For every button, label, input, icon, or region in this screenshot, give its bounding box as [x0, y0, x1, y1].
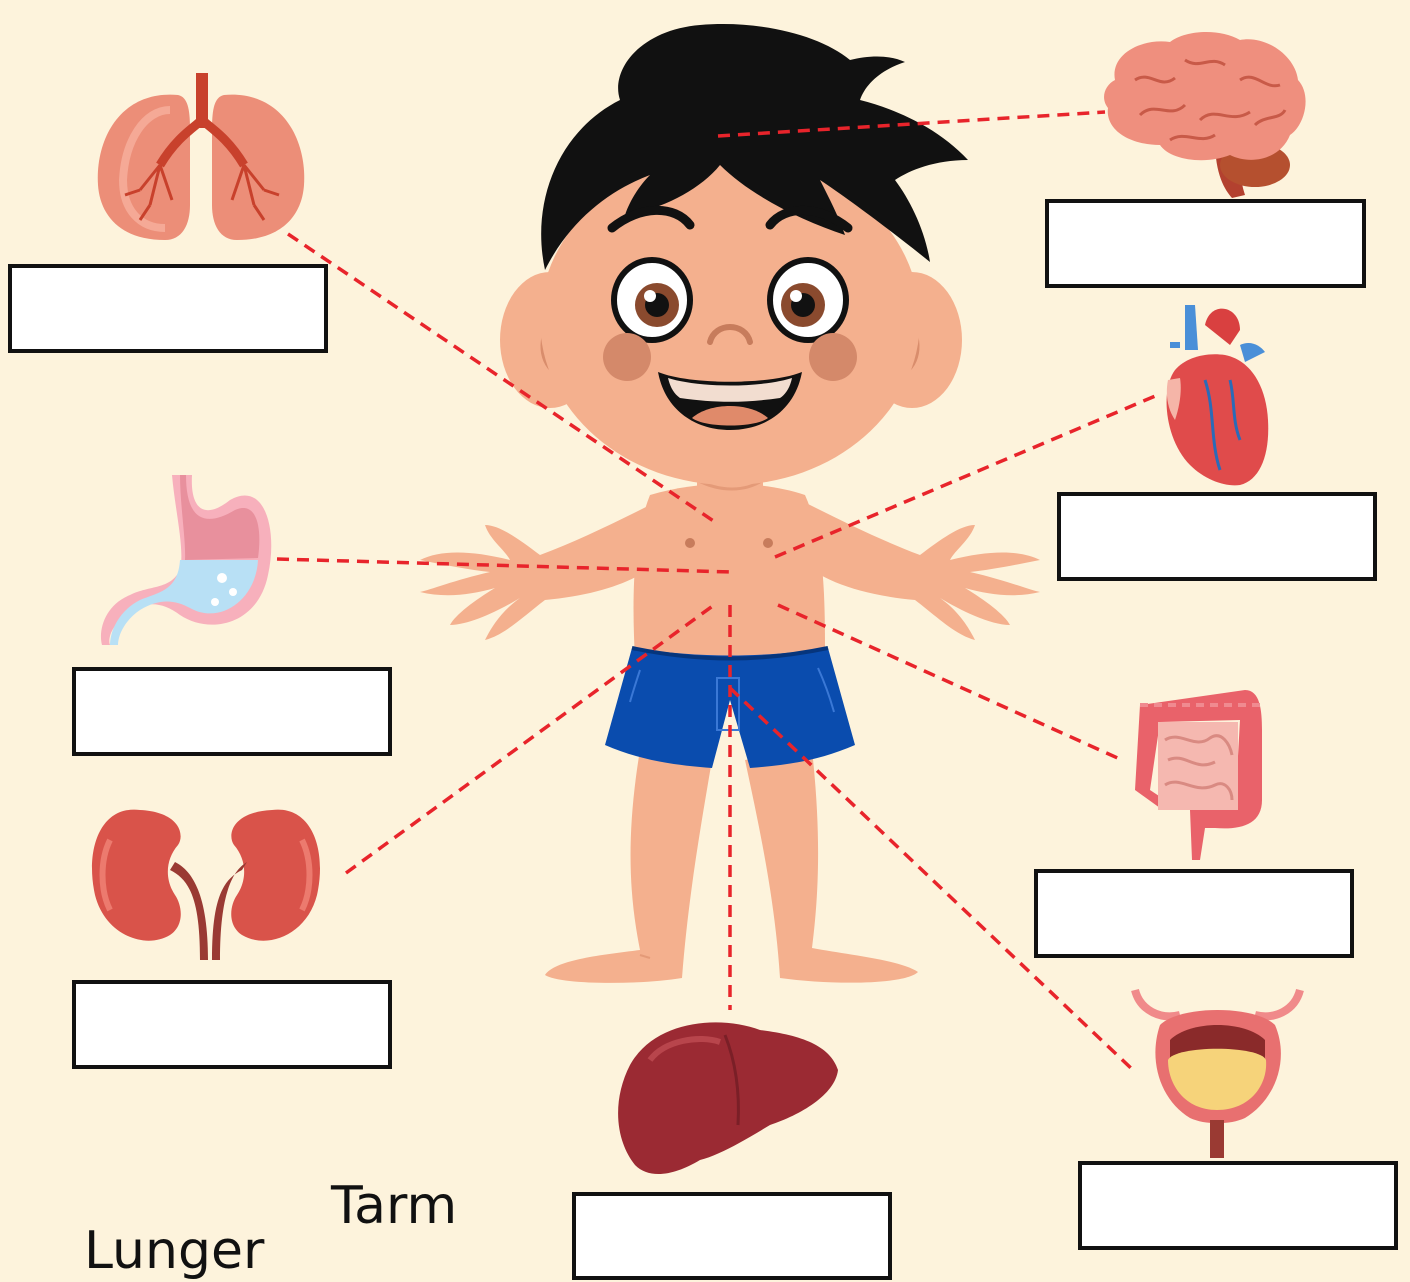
answer-box-heart[interactable] [1057, 492, 1377, 581]
child-figure [420, 24, 1040, 983]
right-eye [768, 260, 848, 340]
answer-box-stomach[interactable] [72, 667, 392, 756]
bladder-icon [1135, 990, 1300, 1158]
answer-box-liver[interactable] [572, 1192, 892, 1280]
answer-box-lungs[interactable] [8, 264, 328, 353]
lungs-icon [98, 73, 304, 240]
word-lunger[interactable]: Lunger [84, 1225, 264, 1277]
word-tarm[interactable]: Tarm [331, 1180, 457, 1232]
left-eye [612, 260, 692, 340]
right-arm [800, 500, 1040, 640]
answer-box-kidneys[interactable] [72, 980, 392, 1069]
answer-box-intestines[interactable] [1034, 869, 1354, 958]
answer-box-bladder[interactable] [1078, 1161, 1398, 1250]
stomach-icon [101, 475, 271, 645]
left-leg [545, 750, 712, 983]
kidneys-icon [92, 810, 320, 960]
intestines-icon [1135, 690, 1262, 860]
heart-icon [1167, 305, 1269, 485]
brain-icon [1104, 32, 1306, 198]
liver-icon [618, 1022, 838, 1174]
answer-box-brain[interactable] [1045, 199, 1366, 288]
